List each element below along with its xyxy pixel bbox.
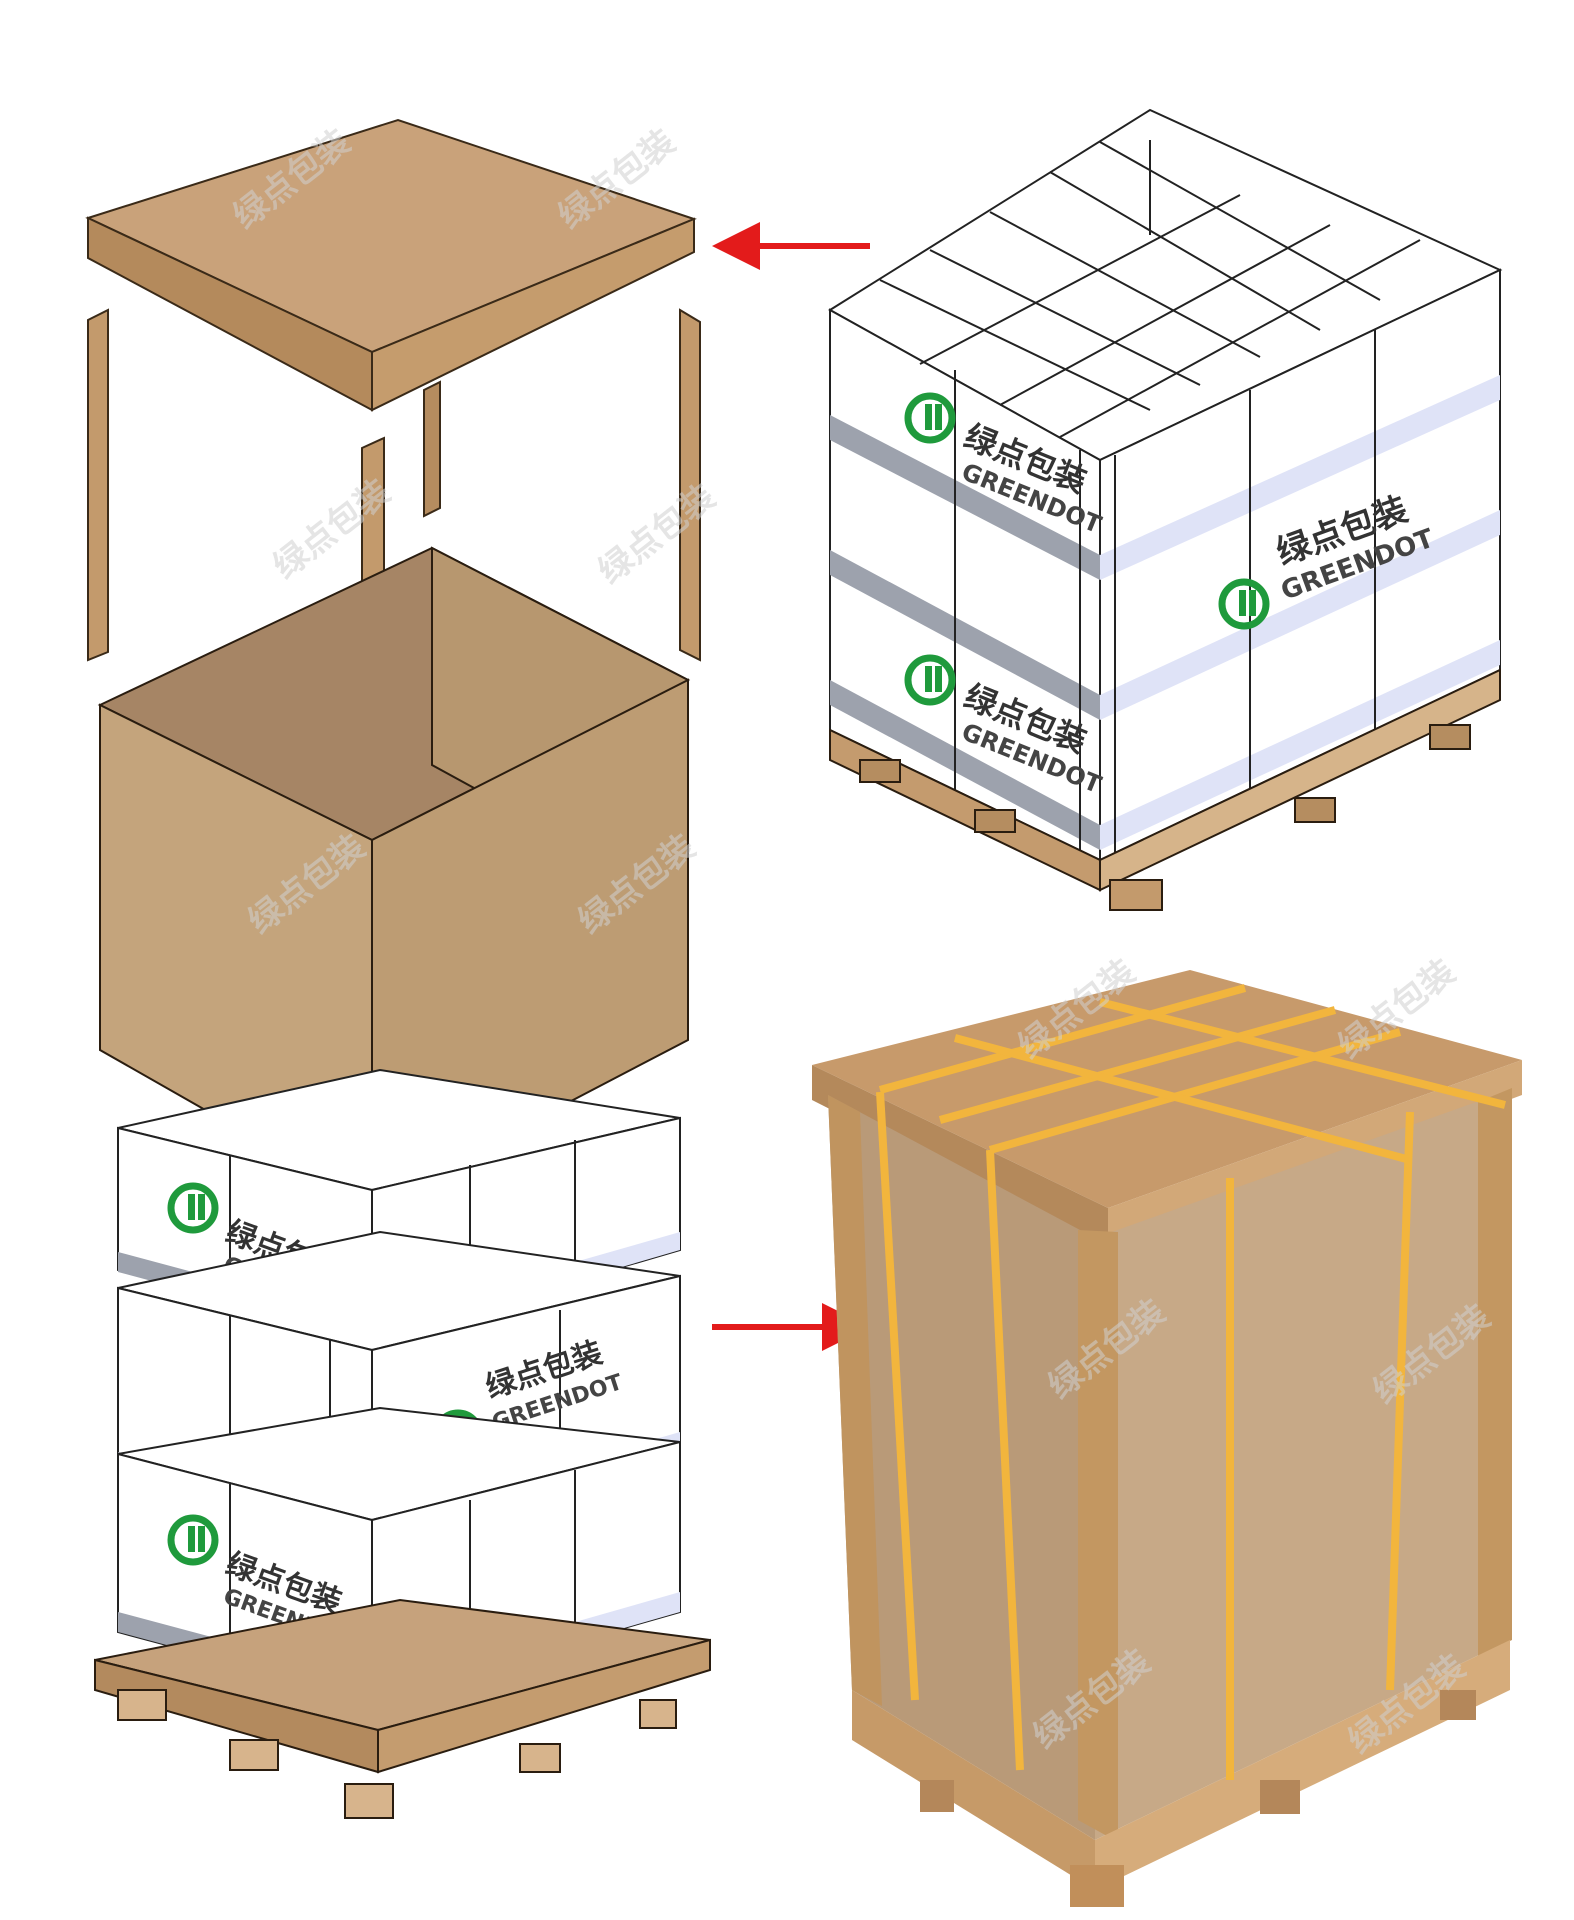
pallet-base <box>94 1598 711 1819</box>
watermark-4: 绿点包装 <box>591 477 723 592</box>
top-arrow <box>712 222 870 270</box>
straps <box>876 984 1506 1780</box>
exploded-view: 绿点包装 GREENDOT 绿点包装 GREENDOT <box>85 118 711 1819</box>
assembled-crate <box>812 970 1522 1907</box>
top-lid <box>85 118 697 412</box>
sleeve-box <box>97 546 691 1207</box>
top-carton-grid <box>879 140 1421 438</box>
stacked-cartons-pallet: 绿点包装 GREENDOT 绿点包装 GREENDOT 绿点包装 GREENDO… <box>828 108 1503 911</box>
